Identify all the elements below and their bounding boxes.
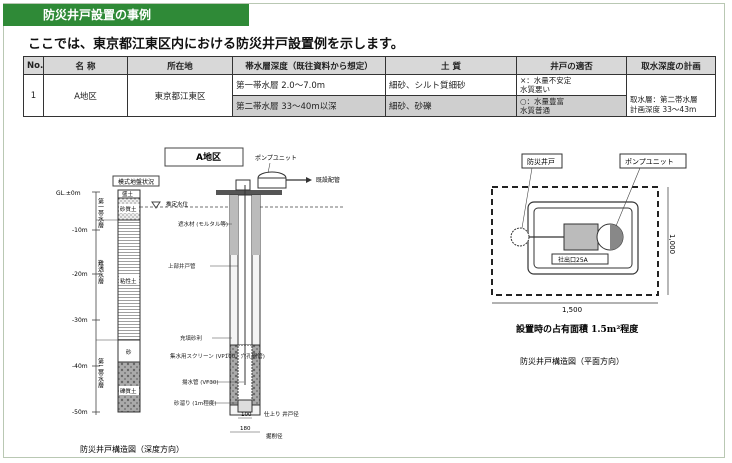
pipe-label: 既設配管 (316, 176, 340, 184)
column-title: 模式地盤状況 (118, 178, 154, 186)
well-label-box (521, 153, 563, 169)
col-header: 井戸の適否 (516, 56, 627, 75)
dim-bore-label: 掘削径 (266, 432, 283, 440)
depth-label: -20m (72, 271, 88, 278)
plan-diagram-caption: 防災井戸構造図（平面方向） (520, 356, 624, 366)
pump-enclosure-inner (533, 207, 633, 269)
depth-diagram: A地区 模式地盤状況 GL.±0m -10m -20m -30m -40m -5… (56, 147, 345, 454)
table-row: 1 A地区 東京都江東区 第一帯水層 2.0～7.0m 細砂、シルト質細砂 ×：… (23, 74, 716, 117)
cell-location: 東京都江東区 (127, 74, 233, 117)
cell-aquifer-2: 第二帯水層 33～40m以深 (232, 95, 386, 117)
callout-screen: 集水用スクリーン (VP100、穴孔開管) (170, 352, 265, 360)
col-header: 所在地 (127, 56, 233, 75)
dim-screen: 100 (241, 412, 252, 418)
width-label: 1,500 (562, 306, 582, 314)
table-header-row: No. 名 称 所在地 帯水層深度（既往資料から想定） 土 質 井戸の適否 取水… (23, 56, 716, 75)
cell-name: A地区 (43, 74, 128, 117)
col-header: 取水深度の計画 (626, 56, 716, 75)
pump-base (216, 190, 282, 195)
callout-gravel: 充填砂利 (180, 334, 202, 342)
soil-label: 砂 (126, 348, 132, 356)
page-frame (3, 3, 725, 458)
outlet-label: 社出口25A (558, 256, 589, 264)
side-layer-label: 第二帯水層 (97, 357, 104, 389)
site-label-box (164, 147, 244, 167)
cell-soil-1: 細砂、シルト質細砂 (385, 74, 517, 96)
pump-label-box (619, 153, 687, 169)
side-layer-label: 難透水層 (97, 259, 104, 285)
pump-body (235, 179, 251, 191)
depth-label: -30m (72, 317, 88, 324)
col-header: No. (23, 56, 44, 75)
column-title-box (112, 175, 160, 187)
page-title: 防災井戸設置の事例 (3, 4, 249, 26)
soil-label: 砂質土 (120, 205, 137, 213)
cell-aquifer-1: 第一帯水層 2.0～7.0m (232, 74, 386, 96)
depth-label: -40m (72, 363, 88, 370)
pump-label: ポンプユニット (255, 154, 297, 162)
page-subtitle: ここでは、東京都江東区内における防災井戸設置例を示します。 (28, 37, 404, 52)
seal-left (230, 195, 238, 255)
table-row: 第二帯水層 33～40m以深 細砂、砂礫 ○：水量豊富 水質普通 (24, 95, 716, 117)
soil-label: 粘性土 (120, 277, 137, 285)
water-level-marker (151, 201, 161, 209)
height-label: 1,000 (668, 234, 676, 254)
cell-suitability-1: ×：水量不安定 水質悪い (516, 74, 627, 96)
dim-finished-label: 仕上り 井戸径 (264, 410, 299, 418)
occupied-area-outline (491, 186, 659, 296)
pump-plan-label: ポンプユニット (625, 158, 674, 166)
callout-upper-casing: 上部井戸管 (168, 262, 196, 270)
pump-motor-plan (563, 223, 599, 251)
callout-seal: 遮水材 (モルタル等) (178, 220, 228, 228)
seal-right (252, 195, 260, 255)
outlet-plate (551, 253, 609, 265)
depth-diagram-caption: 防災井戸構造図（深度方向） (80, 444, 184, 454)
side-layer-label: 第一帯水層 (97, 197, 104, 229)
plan-diagram: 社出口25A 防災井戸 ポンプユニット 1,500 1,000 設置時の占有面積… (491, 153, 687, 366)
area-note: 設置時の占有面積 1.5m²程度 (516, 323, 639, 335)
soil-label: 礫質土 (120, 387, 137, 395)
well-spec-table: No. 名 称 所在地 帯水層深度（既往資料から想定） 土 質 井戸の適否 取水… (23, 56, 716, 117)
callout-suction: 揚水管 (VF30) (182, 378, 218, 386)
depth-label: -10m (72, 227, 88, 234)
dim-bore: 180 (240, 426, 251, 432)
site-label: A地区 (196, 151, 221, 163)
col-header: 帯水層深度（既往資料から想定） (232, 56, 386, 75)
col-header: 名 称 (43, 56, 128, 75)
soil-label: 盛土 (122, 190, 134, 198)
cell-soil-2: 細砂、砂礫 (385, 95, 517, 117)
sand-trap (237, 399, 253, 413)
water-level-label: 推定水位 (166, 200, 189, 208)
cell-suitability-2: ○：水量豊富 水質普通 (516, 95, 627, 117)
well-head-plan (510, 227, 530, 247)
depth-label: -50m (72, 409, 88, 416)
ground-level-label: GL.±0m (56, 190, 81, 197)
col-header: 土 質 (385, 56, 517, 75)
callout-sand-trap: 砂溜り (1m程度) (174, 399, 216, 407)
well-label: 防災井戸 (527, 157, 555, 166)
cell-no: 1 (23, 74, 44, 117)
cell-plan: 取水層：第二帯水層 計画深度 33～43m (626, 74, 716, 117)
